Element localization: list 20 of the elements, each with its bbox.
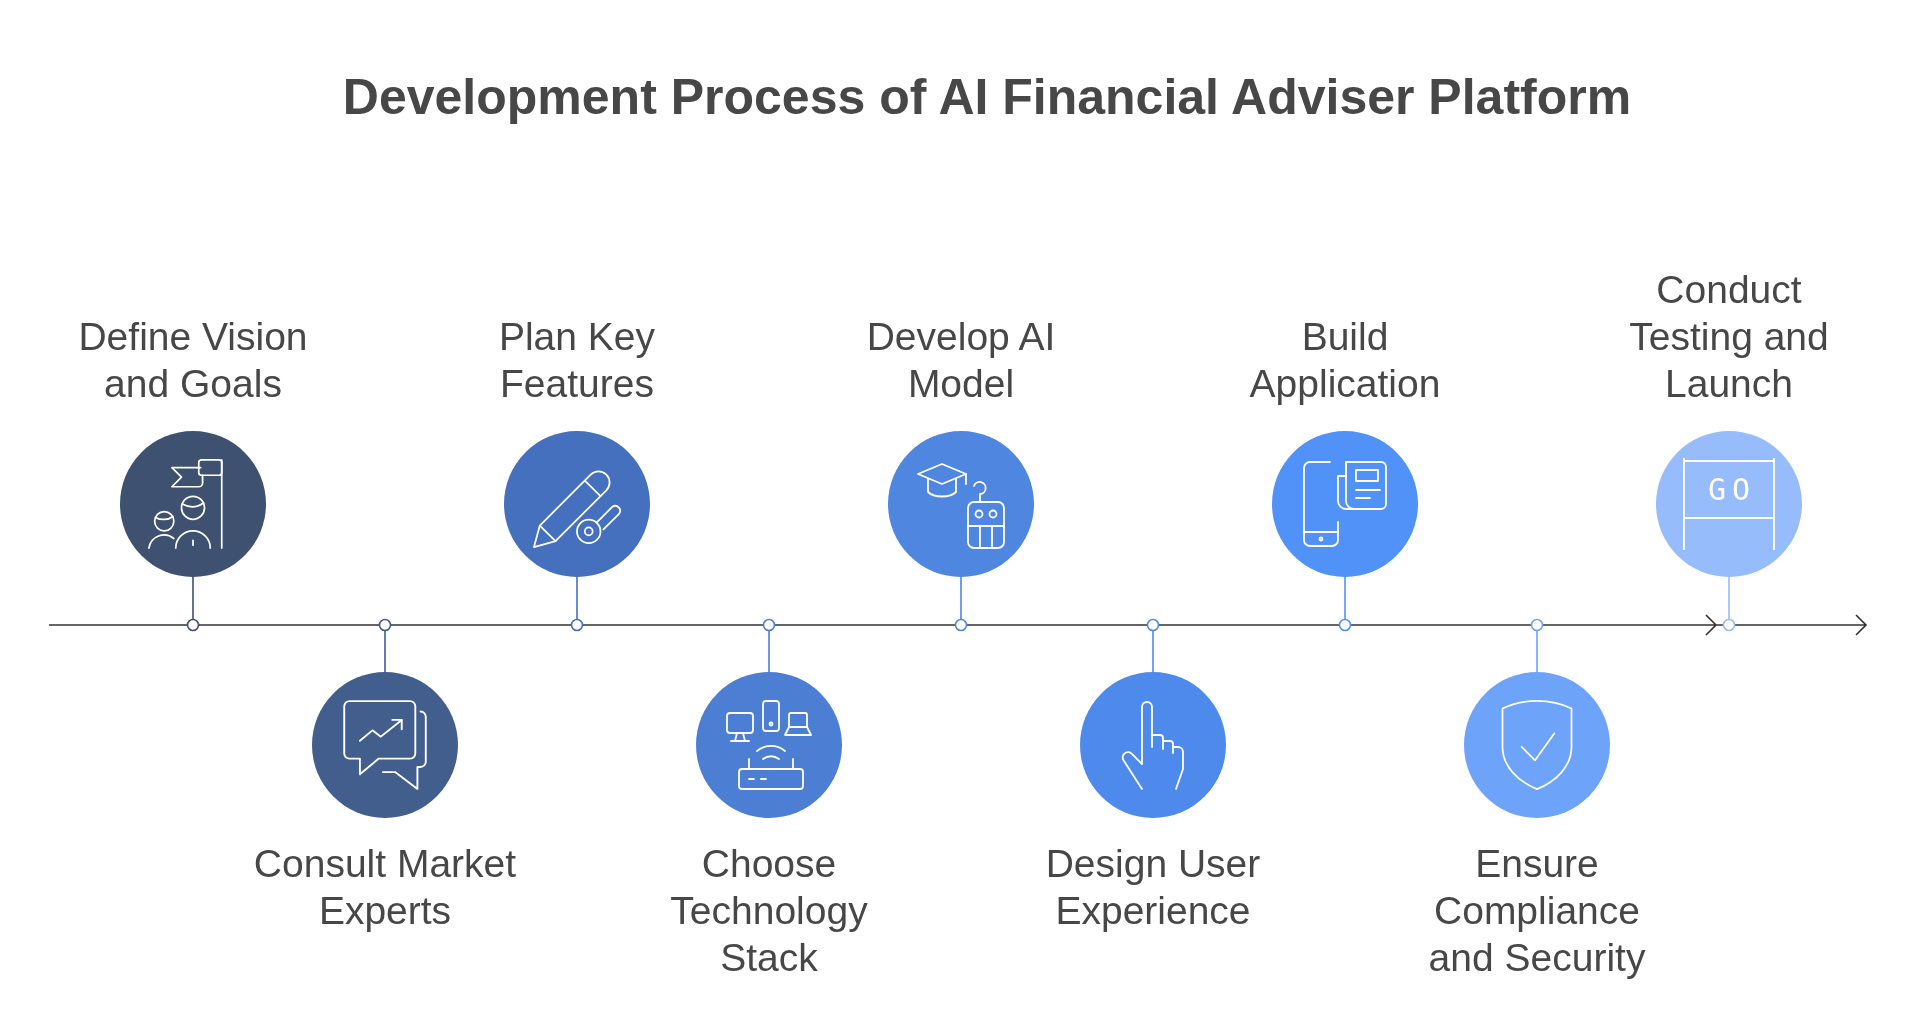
connector-line: [954, 576, 968, 632]
step-label: Conduct Testing and Launch: [1628, 267, 1830, 407]
step-label: Design User Experience: [1044, 841, 1262, 934]
step-label: Define Vision and Goals: [77, 314, 309, 407]
connector-line: [1530, 618, 1544, 673]
connector-line: [186, 576, 200, 632]
connector-line: [570, 576, 584, 632]
step-label: Develop AI Model: [865, 314, 1057, 407]
step-label: Consult Market Experts: [252, 841, 518, 934]
connector-line: [378, 618, 392, 673]
step-label: Plan Key Features: [497, 314, 657, 407]
step-label: Build Application: [1248, 314, 1442, 407]
diagram-title: Development Process of AI Financial Adviser Platform: [342, 68, 1632, 126]
connector-line: [762, 618, 776, 673]
step-label: Choose Technology Stack: [669, 841, 869, 981]
connector-line: [1146, 618, 1160, 673]
step-label: Ensure Compliance and Security: [1427, 841, 1647, 981]
connector-line: [1722, 576, 1736, 632]
sign-text: GO: [1706, 474, 1757, 506]
connector-line: [1338, 576, 1352, 632]
